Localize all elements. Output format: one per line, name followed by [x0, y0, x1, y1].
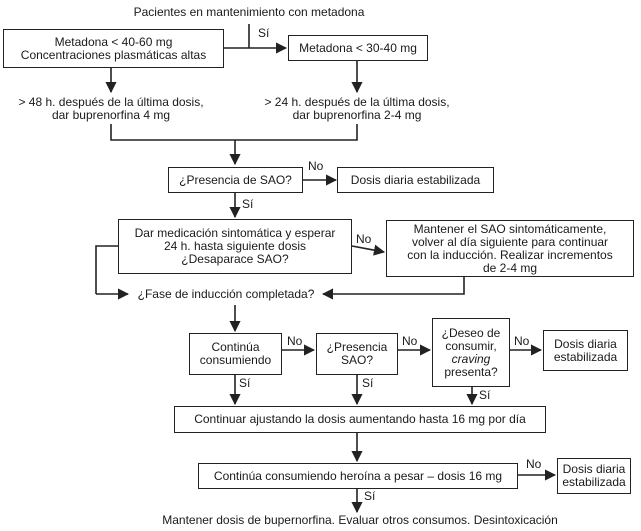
no-label-2: No [356, 232, 372, 246]
yes-label-sao-2: Sí [362, 376, 374, 390]
merge-line [110, 124, 358, 141]
craving-italic: craving [451, 351, 491, 366]
wait-48h-text: > 48 h. después de la última dosis, dar … [18, 95, 204, 122]
no-label-4: No [402, 334, 418, 348]
arrow-maintain-to-induction [321, 277, 465, 300]
stable-box-1: Dosis diaria estabilizada [337, 167, 494, 193]
stable-box-3: Dosis diaria estabilizada [557, 458, 631, 494]
craving-line-1: ¿Deseo de [441, 325, 501, 340]
connector-symptomatic-left [95, 245, 118, 294]
yes-label-continues: Sí [239, 376, 251, 390]
stable-box-2: Dosis diaria estabilizada [543, 330, 628, 371]
heroin-box: Continúa consumiendo heroína a pesar – d… [198, 463, 518, 489]
arrow-no-to-maintain [351, 244, 386, 256]
yes-label-1: Sí [242, 197, 254, 211]
craving-line-4: presenta? [444, 364, 498, 379]
yes-label-top: Sí [258, 26, 270, 40]
no-label-6: No [526, 457, 542, 471]
yes-label-heroin: Sí [364, 489, 376, 503]
symptomatic-meds-box: Dar medicación sintomática y esperar 24 … [118, 219, 352, 274]
methadone-low-box: Metadona < 30-40 mg [288, 35, 428, 61]
continues-consuming-box: Continúa consumiendo [189, 333, 282, 375]
adjust-dose-box: Continuar ajustando la dosis aumentando … [174, 406, 546, 433]
craving-line-2: consumir, [445, 338, 497, 353]
start-label: Pacientes en mantenimiento con metadona [133, 5, 365, 19]
induction-complete-question: ¿Fase de inducción completada? [137, 287, 315, 301]
sao-presence-box-1: ¿Presencia de SAO? [168, 167, 303, 193]
no-label-1: No [308, 159, 324, 173]
end-label: Mantener dosis de bupernorfina. Evaluar … [162, 513, 558, 527]
maintain-sao-box: Mantener el SAO sintomáticamente, volver… [386, 220, 634, 277]
methadone-high-box: Metadona < 40-60 mg Concentraciones plas… [3, 29, 224, 68]
yes-label-craving: Sí [479, 388, 491, 402]
wait-24h-text: > 24 h. después de la última dosis, dar … [264, 95, 450, 122]
no-label-5: No [514, 334, 530, 348]
no-label-3: No [287, 334, 303, 348]
sao-presence-box-2: ¿Presencia SAO? [316, 333, 398, 375]
craving-box: ¿Deseo de consumir, craving presenta? [432, 318, 510, 387]
